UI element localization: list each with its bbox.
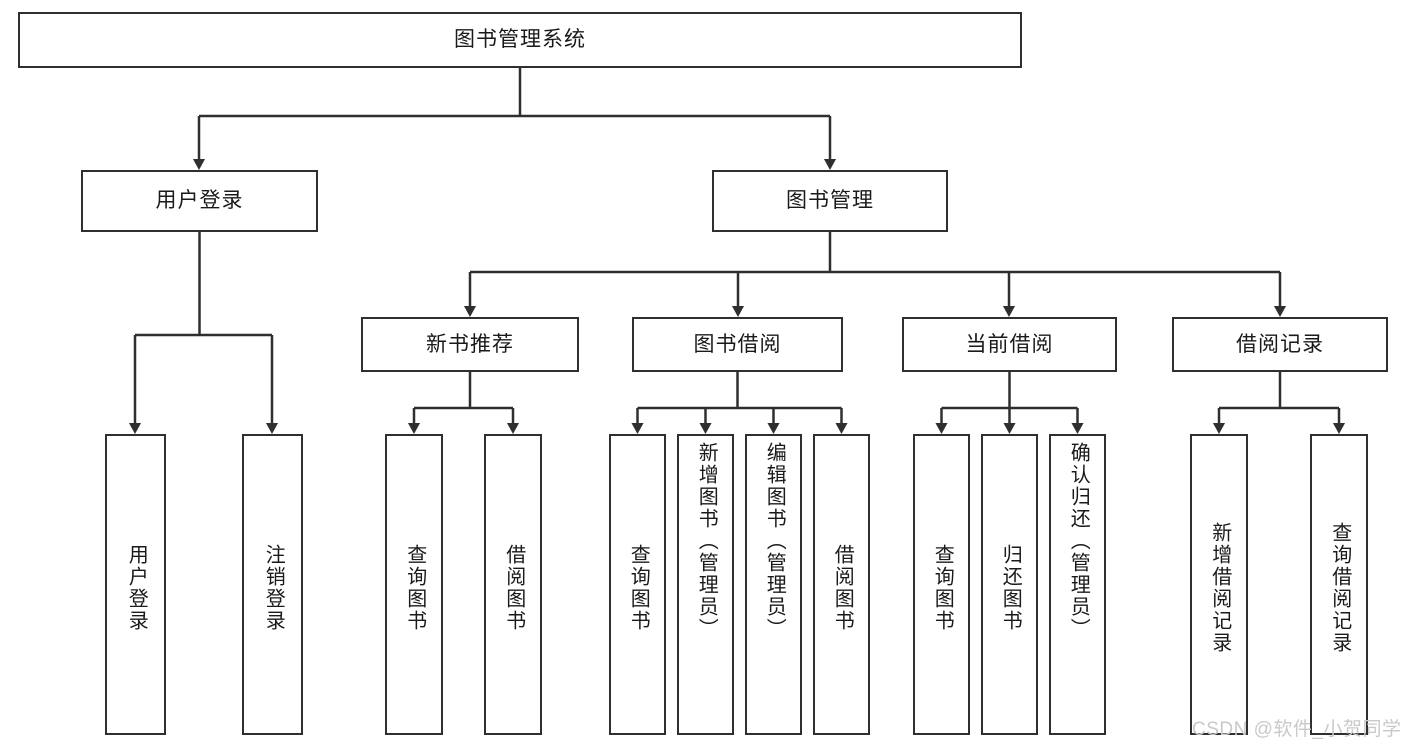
node-leaf-edit-book[interactable]: 编辑图书（管理员）	[745, 434, 802, 735]
watermark-text: CSDN @软件_小贺同学	[1192, 719, 1402, 740]
node-label: 图书管理系统	[454, 28, 586, 52]
node-label: 用户登录	[155, 189, 244, 213]
node-label: 借阅记录	[1236, 332, 1324, 356]
node-label: 归还图书	[999, 543, 1022, 632]
node-label: 查询借阅记录	[1328, 521, 1351, 654]
node-label: 注销登录	[262, 543, 285, 632]
node-leaf-return-book[interactable]: 归还图书	[981, 434, 1038, 735]
node-leaf-confirm-return[interactable]: 确认归还（管理员）	[1049, 434, 1106, 735]
node-label: 编辑图书（管理员）	[763, 442, 786, 640]
node-leaf-logout[interactable]: 注销登录	[242, 434, 303, 735]
node-label: 用户登录	[125, 543, 148, 632]
node-label: 确认归还（管理员）	[1067, 442, 1090, 640]
node-label: 新增借阅记录	[1208, 521, 1231, 654]
node-label: 借阅图书	[502, 543, 525, 632]
node-label: 查询图书	[403, 543, 426, 632]
node-leaf-query-book-recommend[interactable]: 查询图书	[385, 434, 443, 735]
node-book-borrow[interactable]: 图书借阅	[632, 317, 843, 372]
node-label: 图书管理	[786, 189, 874, 213]
node-label: 查询图书	[931, 543, 954, 632]
node-current-borrow[interactable]: 当前借阅	[902, 317, 1117, 372]
node-borrow-record[interactable]: 借阅记录	[1172, 317, 1388, 372]
node-label: 新书推荐	[426, 332, 514, 356]
node-label: 当前借阅	[965, 332, 1054, 356]
node-leaf-user-login[interactable]: 用户登录	[105, 434, 166, 735]
node-label: 查询图书	[627, 543, 650, 632]
node-book-manage[interactable]: 图书管理	[712, 170, 948, 232]
node-label: 借阅图书	[831, 543, 854, 632]
node-leaf-add-book[interactable]: 新增图书（管理员）	[677, 434, 734, 735]
node-leaf-borrow-book[interactable]: 借阅图书	[813, 434, 870, 735]
node-leaf-add-borrow-record[interactable]: 新增借阅记录	[1190, 434, 1248, 735]
node-leaf-borrow-book-recommend[interactable]: 借阅图书	[484, 434, 542, 735]
node-user-login[interactable]: 用户登录	[81, 170, 318, 232]
node-root[interactable]: 图书管理系统	[18, 12, 1022, 68]
node-leaf-query-book-borrow[interactable]: 查询图书	[609, 434, 666, 735]
node-leaf-query-borrow-record[interactable]: 查询借阅记录	[1310, 434, 1368, 735]
node-new-book-recommend[interactable]: 新书推荐	[361, 317, 579, 372]
node-label: 图书借阅	[693, 332, 782, 356]
node-label: 新增图书（管理员）	[695, 442, 718, 640]
node-leaf-query-book-current[interactable]: 查询图书	[913, 434, 970, 735]
